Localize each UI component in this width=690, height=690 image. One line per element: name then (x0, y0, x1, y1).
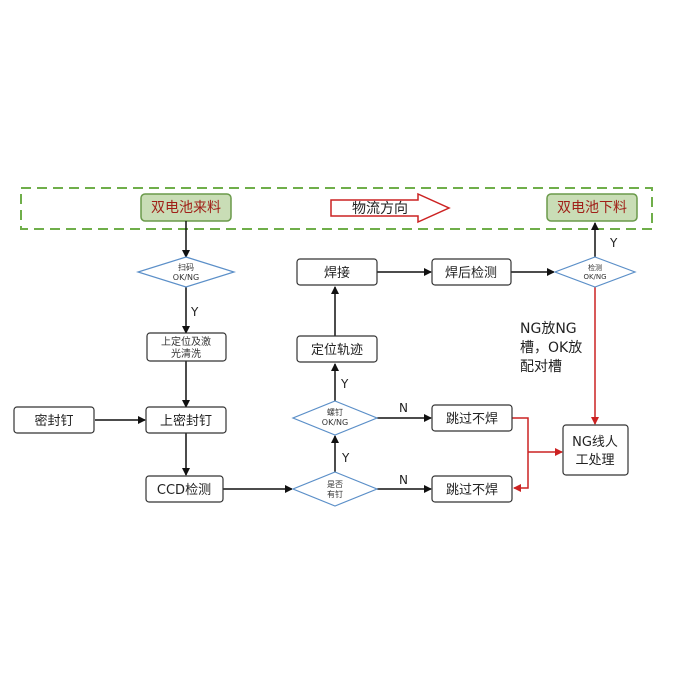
locate-clean-box: 上定位及激 光清洗 (146, 332, 227, 362)
start-label: 双电池来料 (151, 200, 221, 216)
seal-nail-label: 密封钉 (34, 413, 73, 429)
locate-clean-line2: 光清洗 (171, 347, 201, 360)
final-check-diamond: 检测 OK/NG (553, 256, 637, 288)
ng-connectors (512, 287, 599, 492)
start-terminal: 双电池来料 (140, 193, 232, 222)
skip-weld-label-1: 跳过不焊 (446, 411, 498, 427)
label-y-has-nail: Y (341, 451, 350, 465)
weld-check-diamond: 螺钉 OK/NG (291, 400, 379, 436)
ng-manual-line2: 工处理 (575, 453, 614, 468)
skip-weld-box-2: 跳过不焊 (431, 475, 513, 503)
seal-nail-box: 密封钉 (13, 406, 95, 434)
post-check-box: 焊后检测 (431, 258, 512, 286)
ccd-label: CCD检测 (157, 483, 211, 498)
final-check-line2: OK/NG (583, 273, 606, 281)
weld-check-line2: OK/NG (322, 418, 348, 427)
scan-diamond: 扫码 OK/NG (135, 256, 237, 288)
locate-clean-line1: 上定位及激 (161, 335, 211, 348)
ng-manual-box: NG线人 工处理 (562, 424, 629, 476)
skip-weld-box-1: 跳过不焊 (431, 404, 513, 432)
weld-check-line1: 螺钉 (327, 407, 343, 417)
ng-note-line2: 槽，OK放 (520, 340, 582, 356)
final-check-line1: 检测 (588, 263, 602, 272)
ng-note-line3: 配对槽 (520, 359, 562, 375)
ng-note-line1: NG放NG (520, 321, 577, 337)
label-y-weld-check: Y (340, 377, 349, 391)
weld-label: 焊接 (324, 265, 350, 281)
post-check-label: 焊后检测 (445, 265, 497, 281)
place-nail-box: 上密封钉 (145, 406, 227, 434)
has-nail-line1: 是否 (327, 480, 343, 489)
has-nail-line2: 有钉 (327, 489, 343, 499)
ng-note: NG放NG 槽，OK放 配对槽 (520, 321, 582, 375)
label-y-final: Y (609, 236, 618, 250)
ccd-box: CCD检测 (145, 475, 224, 503)
ng-manual-line1: NG线人 (572, 435, 618, 450)
label-y-scan: Y (190, 305, 199, 319)
label-n-has-nail: N (399, 473, 408, 487)
connectors (95, 221, 599, 493)
locate-track-label: 定位轨迹 (311, 343, 363, 358)
end-terminal: 双电池下料 (546, 193, 638, 222)
scan-line2: OK/NG (173, 273, 199, 282)
skip-weld-label-2: 跳过不焊 (446, 482, 498, 498)
end-label: 双电池下料 (557, 200, 627, 216)
locate-track-box: 定位轨迹 (296, 335, 378, 363)
place-nail-label: 上密封钉 (160, 413, 212, 429)
direction-arrow: 物流方向 (330, 192, 451, 224)
has-nail-diamond: 是否 有钉 (291, 471, 379, 507)
direction-label: 物流方向 (352, 201, 408, 217)
scan-line1: 扫码 (178, 262, 194, 272)
label-n-weld-check: N (399, 401, 408, 415)
weld-box: 焊接 (296, 258, 378, 286)
